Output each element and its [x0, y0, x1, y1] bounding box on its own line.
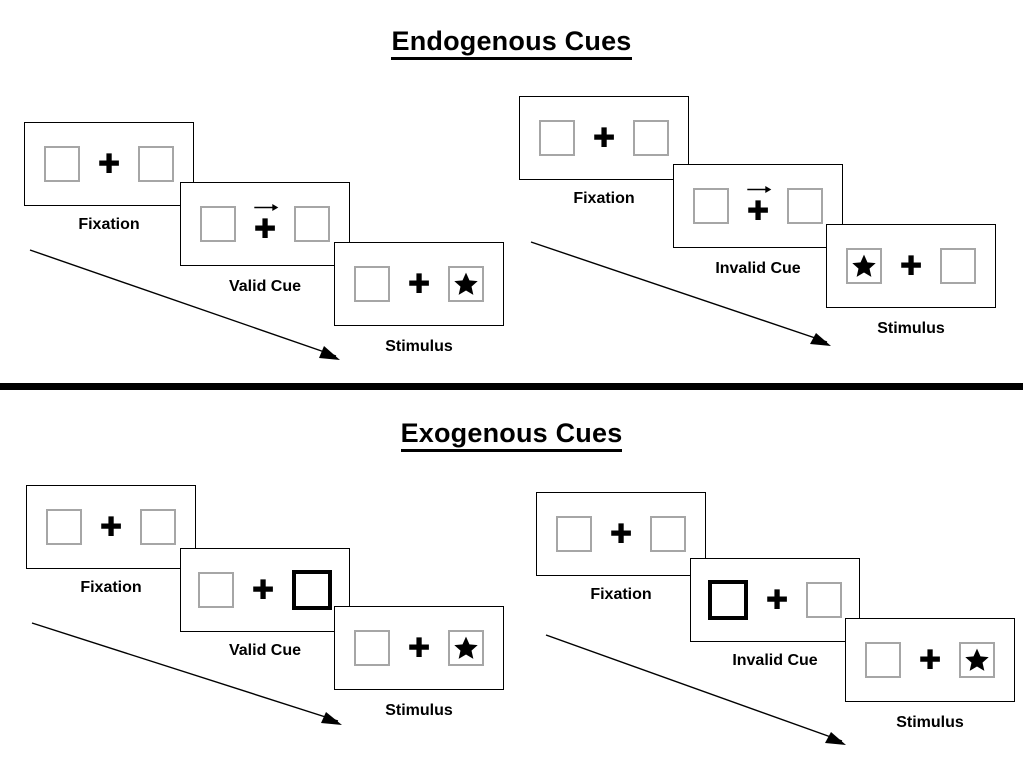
placeholder-box-left: [556, 516, 592, 552]
panel-content: ✚: [46, 505, 176, 549]
stage-label-valid-cue: Valid Cue: [228, 278, 302, 295]
placeholder-box-left: [865, 642, 901, 678]
placeholder-box-left: [539, 120, 575, 156]
section-divider: [0, 383, 1023, 390]
placeholder-box-right: [787, 188, 823, 224]
plus-icon: ✚: [899, 250, 923, 282]
placeholder-box-right: [940, 248, 976, 284]
cued-box-left: [708, 580, 748, 620]
fixation-center: ✚: [404, 262, 434, 306]
stage-label-stimulus: Stimulus: [385, 338, 453, 355]
placeholder-box-left: [200, 206, 236, 242]
right-arrow-icon: [254, 204, 279, 211]
placeholder-box-left: [354, 630, 390, 666]
panel-content: ✚: [865, 638, 995, 682]
fixation-center: ✚: [606, 512, 636, 556]
target-box-right: [959, 642, 995, 678]
panel-content: ✚: [693, 184, 823, 228]
fixation-center: ✚: [915, 638, 945, 682]
panel-endogenous-valid-fixation: ✚: [24, 122, 194, 206]
stage-label-valid-cue: Valid Cue: [228, 642, 302, 659]
plus-icon: ✚: [97, 148, 121, 180]
placeholder-box-left: [198, 572, 234, 608]
placeholder-box-right: [633, 120, 669, 156]
fixation-center: ✚: [404, 626, 434, 670]
panel-content: ✚: [354, 626, 484, 670]
placeholder-box-right: [650, 516, 686, 552]
panel-exogenous-valid-stimulus: ✚: [334, 606, 504, 690]
placeholder-box-right: [140, 509, 176, 545]
stage-label-fixation: Fixation: [573, 190, 635, 207]
placeholder-box-left: [44, 146, 80, 182]
panel-content: ✚: [556, 512, 686, 556]
panel-content: ✚: [200, 202, 330, 246]
stage-label-invalid-cue: Invalid Cue: [715, 260, 801, 277]
panel-exogenous-valid-fixation: ✚: [26, 485, 196, 569]
panel-exogenous-invalid-fixation: ✚: [536, 492, 706, 576]
panel-content: ✚: [708, 578, 842, 622]
panel-endogenous-invalid-fixation: ✚: [519, 96, 689, 180]
panel-endogenous-valid-cue: ✚: [180, 182, 350, 266]
panel-endogenous-valid-stimulus: ✚: [334, 242, 504, 326]
fixation-center: ✚: [896, 244, 926, 288]
section-title-exogenous-text: Exogenous Cues: [400, 418, 623, 452]
plus-icon: ✚: [918, 644, 942, 676]
plus-icon: ✚: [592, 122, 616, 154]
placeholder-box-right: [806, 582, 842, 618]
fixation-center: ✚: [250, 202, 280, 246]
fixation-center: ✚: [762, 578, 792, 622]
diagonal-time-arrow-icon: [545, 634, 846, 745]
placeholder-box-right: [138, 146, 174, 182]
plus-icon: ✚: [609, 518, 633, 550]
star-icon: [852, 254, 876, 277]
section-title-exogenous: Exogenous Cues: [0, 418, 1023, 452]
stage-label-invalid-cue: Invalid Cue: [732, 652, 818, 669]
stage-label-fixation: Fixation: [78, 216, 140, 233]
diagonal-time-arrow-icon: [530, 241, 831, 346]
fixation-center: ✚: [96, 505, 126, 549]
diagonal-time-arrow-icon: [29, 249, 340, 360]
placeholder-box-left: [693, 188, 729, 224]
target-box-right: [448, 266, 484, 302]
plus-icon: ✚: [407, 268, 431, 300]
plus-icon: ✚: [407, 632, 431, 664]
diagonal-time-arrow-icon: [31, 622, 342, 725]
stage-label-stimulus: Stimulus: [877, 320, 945, 337]
stage-label-stimulus: Stimulus: [385, 702, 453, 719]
plus-icon: ✚: [765, 584, 789, 616]
stage-label-stimulus: Stimulus: [896, 714, 964, 731]
plus-icon: ✚: [99, 511, 123, 543]
panel-content: ✚: [198, 568, 332, 612]
target-box-right: [448, 630, 484, 666]
stage-label-fixation: Fixation: [80, 579, 142, 596]
placeholder-box-right: [294, 206, 330, 242]
panel-content: ✚: [354, 262, 484, 306]
section-title-endogenous: Endogenous Cues: [0, 26, 1023, 60]
right-arrow-icon: [747, 186, 772, 193]
plus-icon: ✚: [251, 574, 275, 606]
panel-content: ✚: [44, 142, 174, 186]
star-icon: [454, 636, 478, 659]
section-title-endogenous-text: Endogenous Cues: [391, 26, 632, 60]
cued-box-right: [292, 570, 332, 610]
panel-endogenous-invalid-stimulus: ✚: [826, 224, 996, 308]
fixation-center: ✚: [248, 568, 278, 612]
plus-icon: ✚: [253, 213, 277, 245]
fixation-center: ✚: [589, 116, 619, 160]
panel-content: ✚: [539, 116, 669, 160]
fixation-center: ✚: [94, 142, 124, 186]
target-box-left: [846, 248, 882, 284]
star-icon: [965, 648, 989, 671]
panel-exogenous-invalid-cue: ✚: [690, 558, 860, 642]
placeholder-box-left: [354, 266, 390, 302]
stage-label-fixation: Fixation: [590, 586, 652, 603]
panel-endogenous-invalid-cue: ✚: [673, 164, 843, 248]
plus-icon: ✚: [746, 195, 770, 227]
panel-exogenous-valid-cue: ✚: [180, 548, 350, 632]
fixation-center: ✚: [743, 184, 773, 228]
panel-exogenous-invalid-stimulus: ✚: [845, 618, 1015, 702]
panel-content: ✚: [846, 244, 976, 288]
star-icon: [454, 272, 478, 295]
placeholder-box-left: [46, 509, 82, 545]
